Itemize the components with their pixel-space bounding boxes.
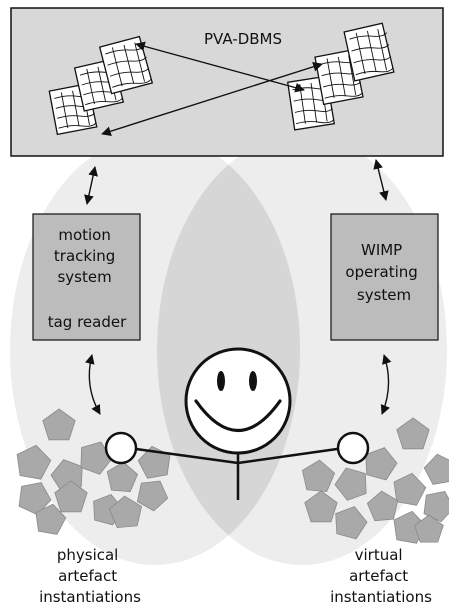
physical-caption: physical artefact instantiations <box>39 546 141 606</box>
person-arm-right <box>237 447 338 465</box>
pentagon-icon <box>414 514 444 543</box>
left-system-line-2: tracking <box>54 247 115 265</box>
smiley-person-icon <box>104 347 370 500</box>
document-page-icon <box>343 22 395 82</box>
person-hand-right <box>336 431 370 465</box>
pentagon-icon <box>54 480 88 513</box>
db-to-wimp-arrow <box>373 159 389 201</box>
pentagon-icon <box>136 480 169 512</box>
pentagon-icon <box>393 472 427 506</box>
smiley-eye-right <box>249 371 257 391</box>
pentagon-icon <box>396 417 430 450</box>
svg-text:motion tracking sy: motion tracking system tag reader <box>48 226 127 331</box>
virtual-caption-line-2: artefact <box>349 567 408 585</box>
wimp-to-virtual-arrow <box>380 354 392 415</box>
smiley-head <box>184 347 292 455</box>
smiley-eye-left <box>217 371 225 391</box>
physical-caption-line-2: artefact <box>58 567 117 585</box>
pentagon-icon <box>334 467 367 501</box>
pentagon-icon <box>366 490 399 522</box>
pentagon-icon <box>365 447 398 481</box>
smiley-mouth <box>194 399 282 433</box>
virtual-caption: virtual artefact instantiations <box>330 546 432 606</box>
pentagon-icon <box>304 490 338 523</box>
pentagon-icon <box>16 444 52 480</box>
virtual-caption-line-3: instantiations <box>330 588 432 606</box>
pentagon-icon <box>108 495 143 529</box>
person-hand-left <box>104 431 138 465</box>
virtual-artefacts <box>301 417 449 544</box>
virtual-caption-line-1: virtual <box>355 546 403 564</box>
pentagon-icon <box>301 459 336 493</box>
pentagon-icon <box>423 453 449 485</box>
db-to-tracking-arrow <box>84 166 98 205</box>
overlap-region <box>157 135 300 565</box>
tracking-to-physical-arrow <box>85 354 101 415</box>
database-label: PVA-DBMS <box>204 30 282 48</box>
pentagon-icon <box>42 408 76 441</box>
pentagon-icon <box>18 482 52 516</box>
right-system-line-3: system <box>357 286 411 304</box>
right-system-line-1: WIMP <box>361 241 402 259</box>
left-system-line-3: system <box>57 268 111 286</box>
pentagon-icon <box>106 461 139 493</box>
physical-caption-line-1: physical <box>57 546 119 564</box>
left-system-line-5: tag reader <box>48 313 127 331</box>
pentagon-icon <box>35 503 67 535</box>
right-system-line-2: operating <box>345 263 417 281</box>
person-arm-left <box>135 447 239 465</box>
pentagon-icon <box>335 506 368 540</box>
svg-text:WIMP operating sys: WIMP operating system <box>345 241 422 304</box>
left-system-line-1: motion <box>58 226 111 244</box>
physical-caption-line-3: instantiations <box>39 588 141 606</box>
motion-tracking-box: motion tracking system tag reader <box>32 213 141 341</box>
sync-arrow-lower <box>101 62 323 136</box>
wimp-os-box: WIMP operating system <box>330 213 439 341</box>
physical-artefacts <box>16 408 171 535</box>
